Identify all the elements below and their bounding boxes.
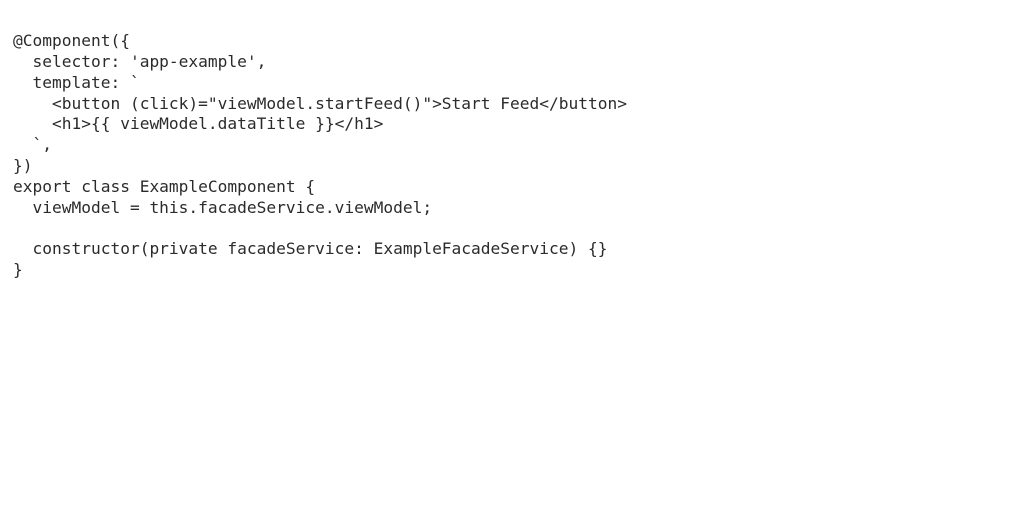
code-line-6: `, [13, 135, 52, 155]
code-line-4: <button (click)="viewModel.startFeed()">… [13, 93, 627, 113]
code-line-5: <h1>{{ viewModel.dataTitle }}</h1> [13, 114, 384, 134]
code-line-2: selector: 'app-example', [13, 51, 267, 71]
code-line-8: export class ExampleComponent { [13, 176, 316, 196]
code-line-7: }) [13, 156, 33, 176]
code-line-3: template: ` [13, 72, 140, 92]
code-line-11: constructor(private facadeService: Examp… [13, 239, 608, 259]
code-line-10 [13, 219, 627, 240]
code-line-9: viewModel = this.facadeService.viewModel… [13, 197, 433, 217]
code-line-1: @Component({ [13, 31, 130, 50]
code-snippet: @Component({ selector: 'app-example', te… [13, 31, 627, 281]
code-line-12: } [13, 260, 23, 280]
